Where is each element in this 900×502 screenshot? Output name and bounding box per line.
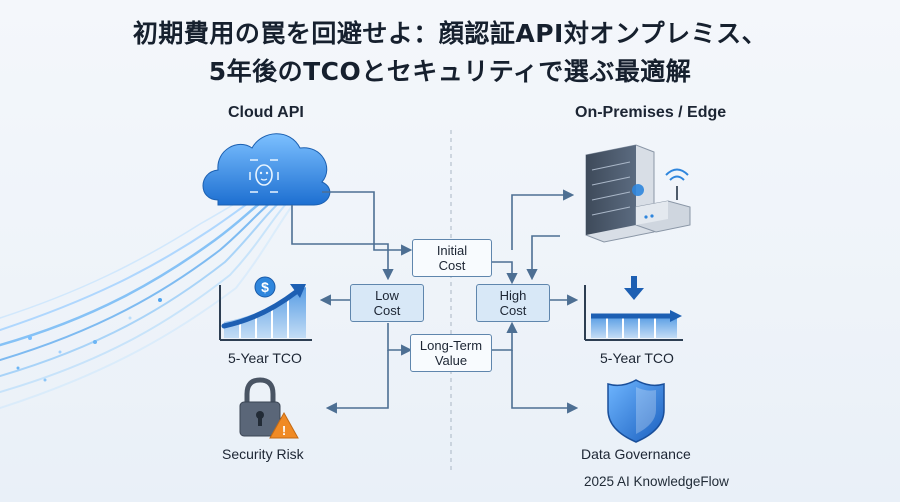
connector-lines bbox=[291, 189, 579, 414]
cloud-api-heading: Cloud API bbox=[228, 104, 304, 121]
footer-credit: 2025 AI KnowledgeFlow bbox=[584, 474, 729, 489]
falling-cost-chart-icon bbox=[584, 276, 683, 341]
cloud-face-icon bbox=[202, 133, 331, 206]
long-term-value-line1: Long-Term bbox=[419, 338, 483, 353]
data-stream-waves bbox=[0, 193, 293, 409]
on-premises-heading: On-Premises / Edge bbox=[575, 104, 727, 121]
security-risk-label: Security Risk bbox=[222, 446, 304, 462]
low-cost-line1: Low bbox=[375, 288, 399, 303]
initial-cost-line1: Initial bbox=[436, 243, 468, 258]
high-cost-line1: High bbox=[499, 288, 527, 303]
svg-text:!: ! bbox=[282, 423, 286, 438]
svg-text:$: $ bbox=[261, 279, 269, 295]
rising-cost-chart-icon: $ bbox=[219, 276, 312, 341]
page-subtitle: 5年後のTCOとセキュリティで選ぶ最適解 bbox=[208, 57, 692, 86]
onprem-tco-label: 5-Year TCO bbox=[600, 350, 674, 366]
high-cost-line2: Cost bbox=[499, 303, 527, 318]
long-term-value-line2: Value bbox=[434, 353, 468, 368]
page-title: 初期費用の罠を回避せよ：顔認証API対オンプレミス、 bbox=[132, 19, 768, 48]
padlock-warning-icon: ! bbox=[239, 377, 299, 439]
cloud-tco-label: 5-Year TCO bbox=[228, 350, 302, 366]
initial-cost-line2: Cost bbox=[438, 258, 466, 273]
shield-icon bbox=[607, 379, 665, 443]
low-cost-line2: Cost bbox=[373, 303, 401, 318]
data-governance-label: Data Governance bbox=[581, 446, 691, 462]
server-icon bbox=[585, 144, 691, 243]
